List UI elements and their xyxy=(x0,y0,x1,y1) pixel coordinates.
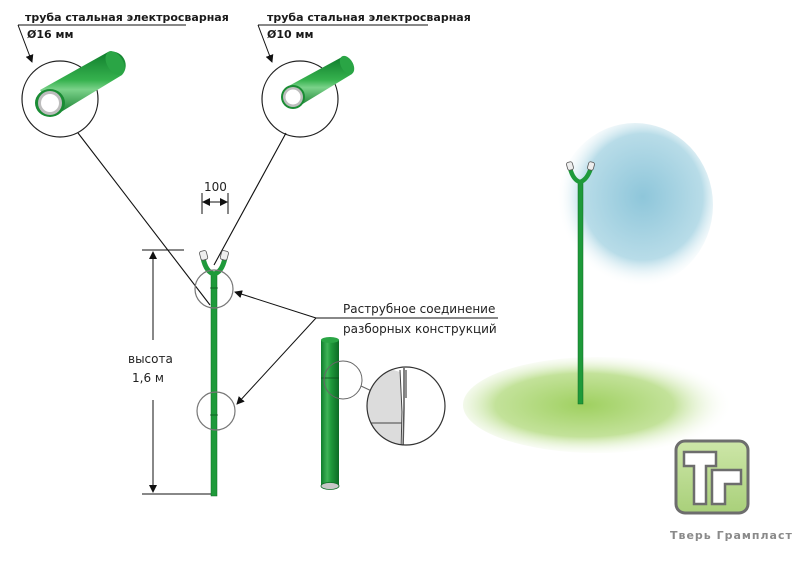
leader-line xyxy=(77,132,211,306)
pipe-small-diameter: Ø10 мм xyxy=(267,28,313,41)
pole-main xyxy=(194,250,236,497)
socket-joint-detail xyxy=(320,337,446,490)
detail-circle xyxy=(261,60,339,138)
callout-pipe-16mm: труба стальная электросварная Ø16 мм xyxy=(17,11,229,306)
magnified-joint xyxy=(366,366,446,446)
fork-cap-left xyxy=(199,250,209,261)
pipe-segment xyxy=(321,340,339,486)
pipe-10mm-illustration xyxy=(281,55,355,109)
height-value: 1,6 м xyxy=(132,371,164,385)
leader-arrow xyxy=(17,24,34,63)
dimension-fork-width: 100 xyxy=(201,180,229,214)
brand-logo: Тверь Грампласт xyxy=(670,439,793,542)
logo-letter-g xyxy=(710,468,743,506)
fork-width-label: 100 xyxy=(204,180,227,194)
logo-letter-t xyxy=(682,450,718,506)
joint-circle-bottom xyxy=(196,391,236,431)
sky-blob xyxy=(557,123,713,287)
callout-pipe-10mm: труба стальная электросварная Ø10 мм xyxy=(213,11,471,266)
scene-illustration xyxy=(463,123,733,453)
dimension-height: высота 1,6 м xyxy=(128,249,215,495)
grass-blob xyxy=(463,357,733,453)
pipe-large-title: труба стальная электросварная xyxy=(25,11,229,24)
joint-circle-top xyxy=(194,269,234,309)
height-label: высота xyxy=(128,352,173,366)
fork-cap-right xyxy=(219,250,229,261)
leader-line xyxy=(213,132,287,266)
pipe-small-title: труба стальная электросварная xyxy=(267,11,471,24)
joint-line2: разборных конструкций xyxy=(343,322,497,336)
pole-installed xyxy=(566,161,595,405)
brand-name: Тверь Грампласт xyxy=(670,529,793,542)
leader-arrow xyxy=(257,24,274,63)
callout-joint: Раструбное соединение разборных конструк… xyxy=(234,290,498,405)
joint-line1: Раструбное соединение xyxy=(343,302,495,316)
pipe-large-diameter: Ø16 мм xyxy=(27,28,73,41)
pipe-16mm-illustration xyxy=(35,51,126,117)
detail-circle xyxy=(21,60,99,138)
